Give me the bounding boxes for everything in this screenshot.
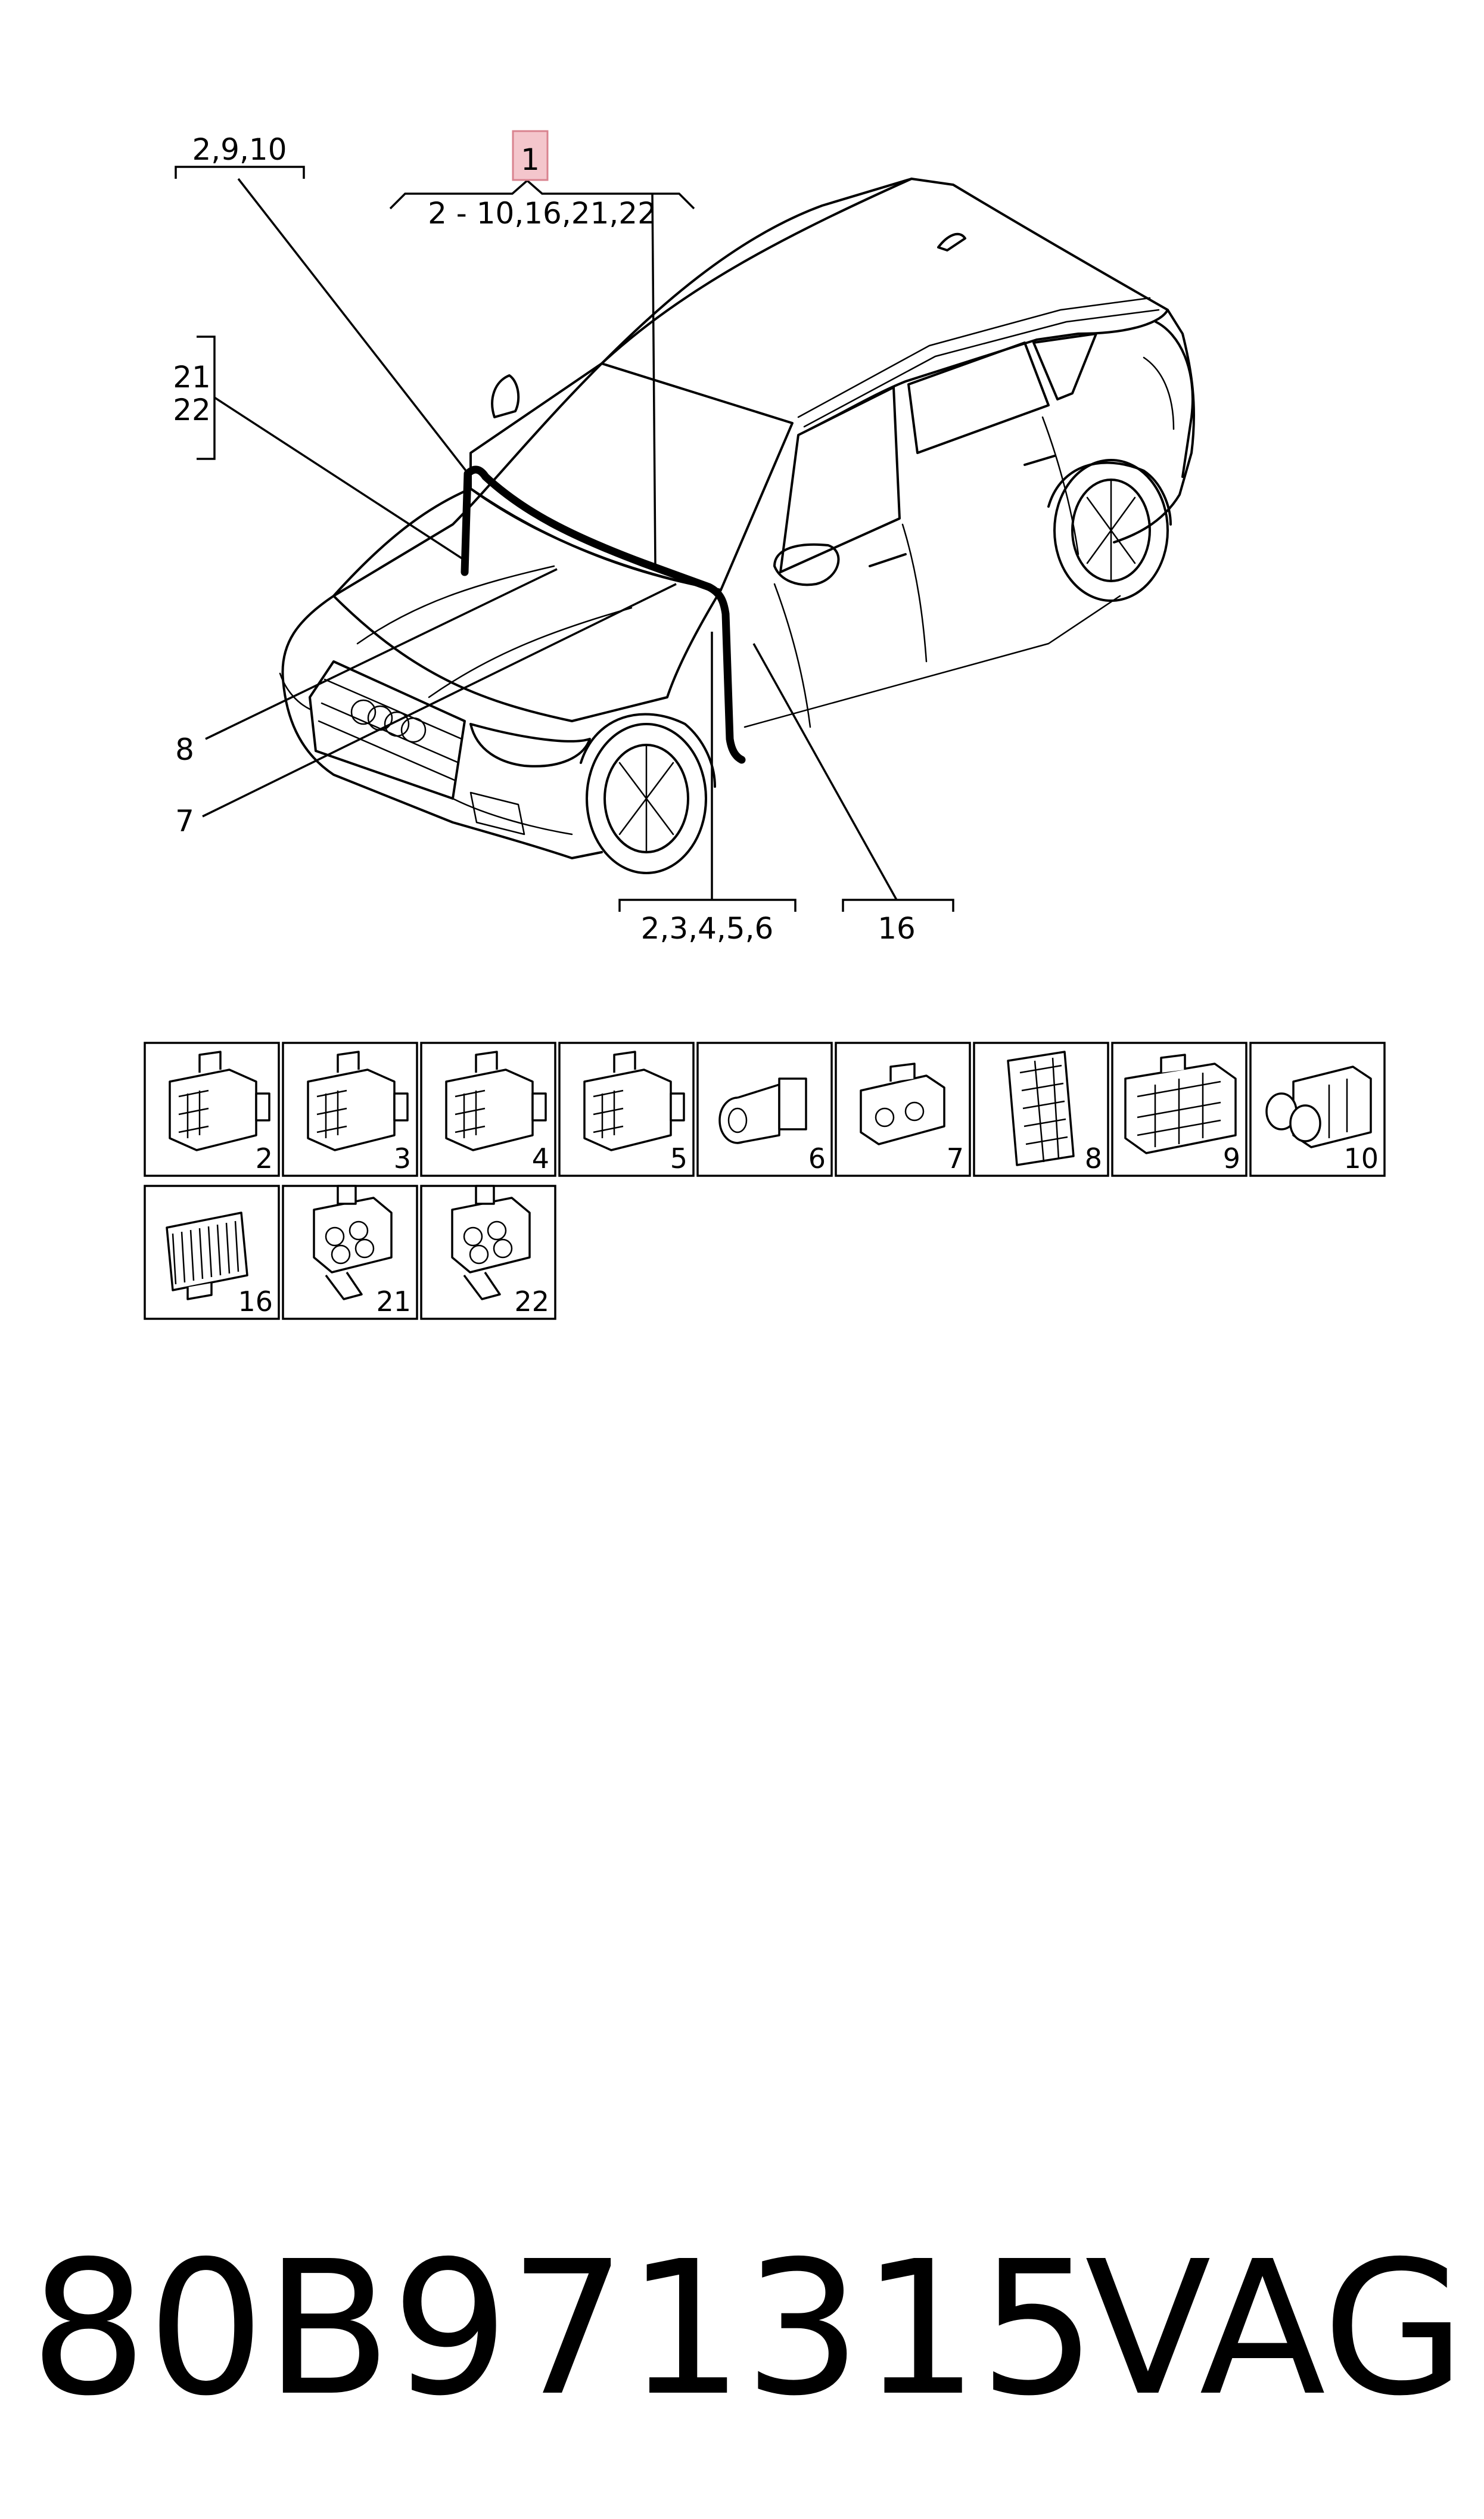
- tile-label: 7: [947, 1142, 964, 1175]
- tile-label: 22: [514, 1285, 549, 1318]
- callout-left-8: 8: [175, 732, 194, 767]
- main-item-highlight: [512, 130, 549, 181]
- brand-name: VAG: [1085, 2222, 1466, 2437]
- callout-top-left: 2,9,10: [192, 132, 287, 167]
- tile-label: 10: [1343, 1142, 1379, 1175]
- callout-left-22: 22: [173, 393, 211, 427]
- tile-label: 16: [238, 1285, 273, 1318]
- callout-bottom-right: 16: [878, 911, 916, 946]
- tile-label: 3: [394, 1142, 411, 1175]
- part-number: 80B971315: [30, 2222, 1097, 2437]
- connector-tile: 5: [558, 1042, 695, 1177]
- callout-top-main: 2 - 10,16,21,22: [428, 196, 657, 231]
- connector-tile: 7: [835, 1042, 971, 1177]
- tile-label: 4: [532, 1142, 549, 1175]
- tile-label: 2: [256, 1142, 273, 1175]
- tile-label: 6: [808, 1142, 826, 1175]
- connector-tile: 8: [973, 1042, 1109, 1177]
- callout-lines: [175, 166, 954, 912]
- connector-tile: 10: [1249, 1042, 1386, 1177]
- callout-left-7: 7: [175, 804, 194, 838]
- tile-label: 5: [670, 1142, 687, 1175]
- callout-left-21: 21: [173, 360, 211, 395]
- connector-tile: 3: [282, 1042, 418, 1177]
- connector-tile: 22: [420, 1185, 556, 1320]
- callout-bottom-mid: 2,3,4,5,6: [641, 911, 774, 946]
- connector-tile: 4: [420, 1042, 556, 1177]
- connector-grid: 2 3 4: [144, 1042, 1386, 1320]
- tile-label: 8: [1085, 1142, 1102, 1175]
- tile-label: 21: [376, 1285, 411, 1318]
- connector-tile: 6: [696, 1042, 833, 1177]
- connector-tile: 16: [144, 1185, 280, 1320]
- car-illustration: [279, 178, 1196, 874]
- connector-tile: 2: [144, 1042, 280, 1177]
- main-item-label: 1: [521, 142, 540, 177]
- tile-label: 9: [1223, 1142, 1240, 1175]
- wiring-harness: [461, 465, 746, 764]
- connector-tile: 9: [1111, 1042, 1247, 1177]
- connector-tile: 21: [282, 1185, 418, 1320]
